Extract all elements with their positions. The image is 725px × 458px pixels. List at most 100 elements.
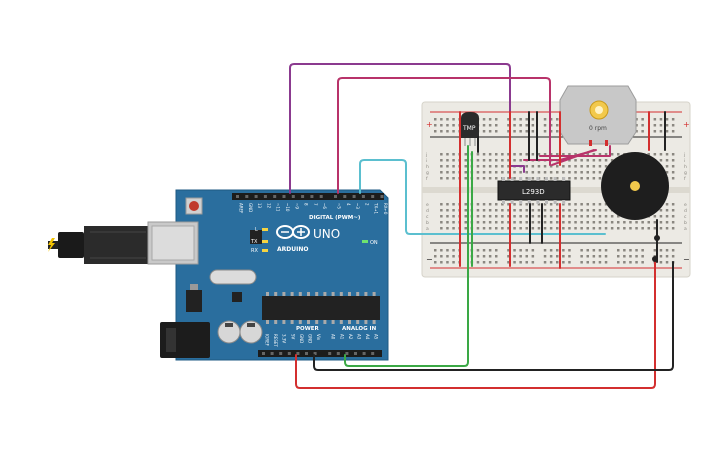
rail-hole[interactable] [549,249,553,252]
rail-hole[interactable] [513,249,516,252]
digital-pin-hole[interactable] [310,195,314,198]
terminal-hole[interactable] [617,227,620,230]
rail-hole[interactable] [482,249,486,252]
rail-hole[interactable] [562,255,565,258]
rail-hole[interactable] [452,118,455,121]
terminal-hole[interactable] [531,203,535,206]
terminal-hole[interactable] [476,221,480,224]
terminal-hole[interactable] [525,221,529,224]
terminal-hole[interactable] [482,209,486,212]
terminal-hole[interactable] [586,227,590,230]
terminal-hole[interactable] [446,177,449,180]
rail-hole[interactable] [531,261,535,264]
rail-hole[interactable] [525,118,529,121]
terminal-hole[interactable] [610,215,614,218]
rail-hole[interactable] [519,124,522,127]
terminal-hole[interactable] [507,227,510,230]
terminal-hole[interactable] [671,221,675,224]
rail-hole[interactable] [434,249,437,252]
terminal-hole[interactable] [482,153,486,156]
terminal-hole[interactable] [488,159,492,162]
rail-hole[interactable] [507,124,510,127]
terminal-hole[interactable] [488,171,492,174]
rail-hole[interactable] [592,255,596,258]
digital-pin-hole[interactable] [236,195,239,198]
terminal-hole[interactable] [537,227,541,230]
terminal-hole[interactable] [604,153,608,156]
terminal-hole[interactable] [665,165,669,168]
rail-hole[interactable] [592,249,596,252]
terminal-hole[interactable] [476,159,480,162]
terminal-hole[interactable] [446,215,449,218]
terminal-hole[interactable] [617,221,620,224]
terminal-hole[interactable] [659,159,663,162]
terminal-hole[interactable] [665,153,669,156]
wire-red[interactable] [295,261,656,389]
terminal-hole[interactable] [671,171,675,174]
digital-pin-hole[interactable] [352,195,356,198]
terminal-hole[interactable] [525,153,529,156]
terminal-hole[interactable] [586,165,590,168]
wire-green[interactable] [344,145,469,367]
terminal-hole[interactable] [513,153,516,156]
terminal-hole[interactable] [440,171,443,174]
terminal-hole[interactable] [440,215,443,218]
terminal-hole[interactable] [568,221,571,224]
rail-hole[interactable] [653,124,657,127]
rail-hole[interactable] [531,255,535,258]
terminal-hole[interactable] [537,221,541,224]
terminal-hole[interactable] [452,153,455,156]
terminal-hole[interactable] [665,215,669,218]
rail-hole[interactable] [440,130,443,133]
rail-hole[interactable] [635,249,638,252]
terminal-hole[interactable] [592,215,596,218]
terminal-hole[interactable] [531,153,535,156]
terminal-hole[interactable] [653,153,657,156]
terminal-hole[interactable] [598,227,602,230]
rail-hole[interactable] [440,124,443,127]
terminal-hole[interactable] [586,171,590,174]
terminal-hole[interactable] [464,171,468,174]
terminal-hole[interactable] [617,153,620,156]
terminal-hole[interactable] [562,227,565,230]
terminal-hole[interactable] [580,215,583,218]
terminal-hole[interactable] [501,171,504,174]
terminal-hole[interactable] [580,209,583,212]
terminal-hole[interactable] [568,165,571,168]
rail-hole[interactable] [671,249,675,252]
terminal-hole[interactable] [549,165,553,168]
rail-hole[interactable] [446,261,449,264]
rail-hole[interactable] [482,118,486,121]
terminal-hole[interactable] [574,203,577,206]
terminal-hole[interactable] [574,153,577,156]
terminal-hole[interactable] [495,153,498,156]
terminal-hole[interactable] [464,227,468,230]
rail-hole[interactable] [671,124,675,127]
rail-hole[interactable] [556,249,559,252]
terminal-hole[interactable] [659,153,663,156]
terminal-hole[interactable] [464,165,468,168]
digital-pin-hole[interactable] [273,195,277,198]
terminal-hole[interactable] [501,203,504,206]
terminal-hole[interactable] [543,203,547,206]
terminal-hole[interactable] [665,221,669,224]
terminal-hole[interactable] [519,159,522,162]
rail-hole[interactable] [659,130,663,133]
power-analog-pin-hole[interactable] [305,352,308,355]
rail-hole[interactable] [434,118,437,121]
terminal-hole[interactable] [482,221,486,224]
power-analog-pin-hole[interactable] [354,352,357,355]
terminal-hole[interactable] [671,165,675,168]
rail-hole[interactable] [635,261,638,264]
terminal-hole[interactable] [610,153,614,156]
terminal-hole[interactable] [665,209,669,212]
rail-hole[interactable] [653,249,657,252]
rail-hole[interactable] [653,130,657,133]
power-analog-pin-hole[interactable] [328,352,332,355]
rail-hole[interactable] [482,124,486,127]
terminal-hole[interactable] [519,215,522,218]
terminal-hole[interactable] [592,221,596,224]
terminal-hole[interactable] [531,171,535,174]
terminal-hole[interactable] [623,227,626,230]
